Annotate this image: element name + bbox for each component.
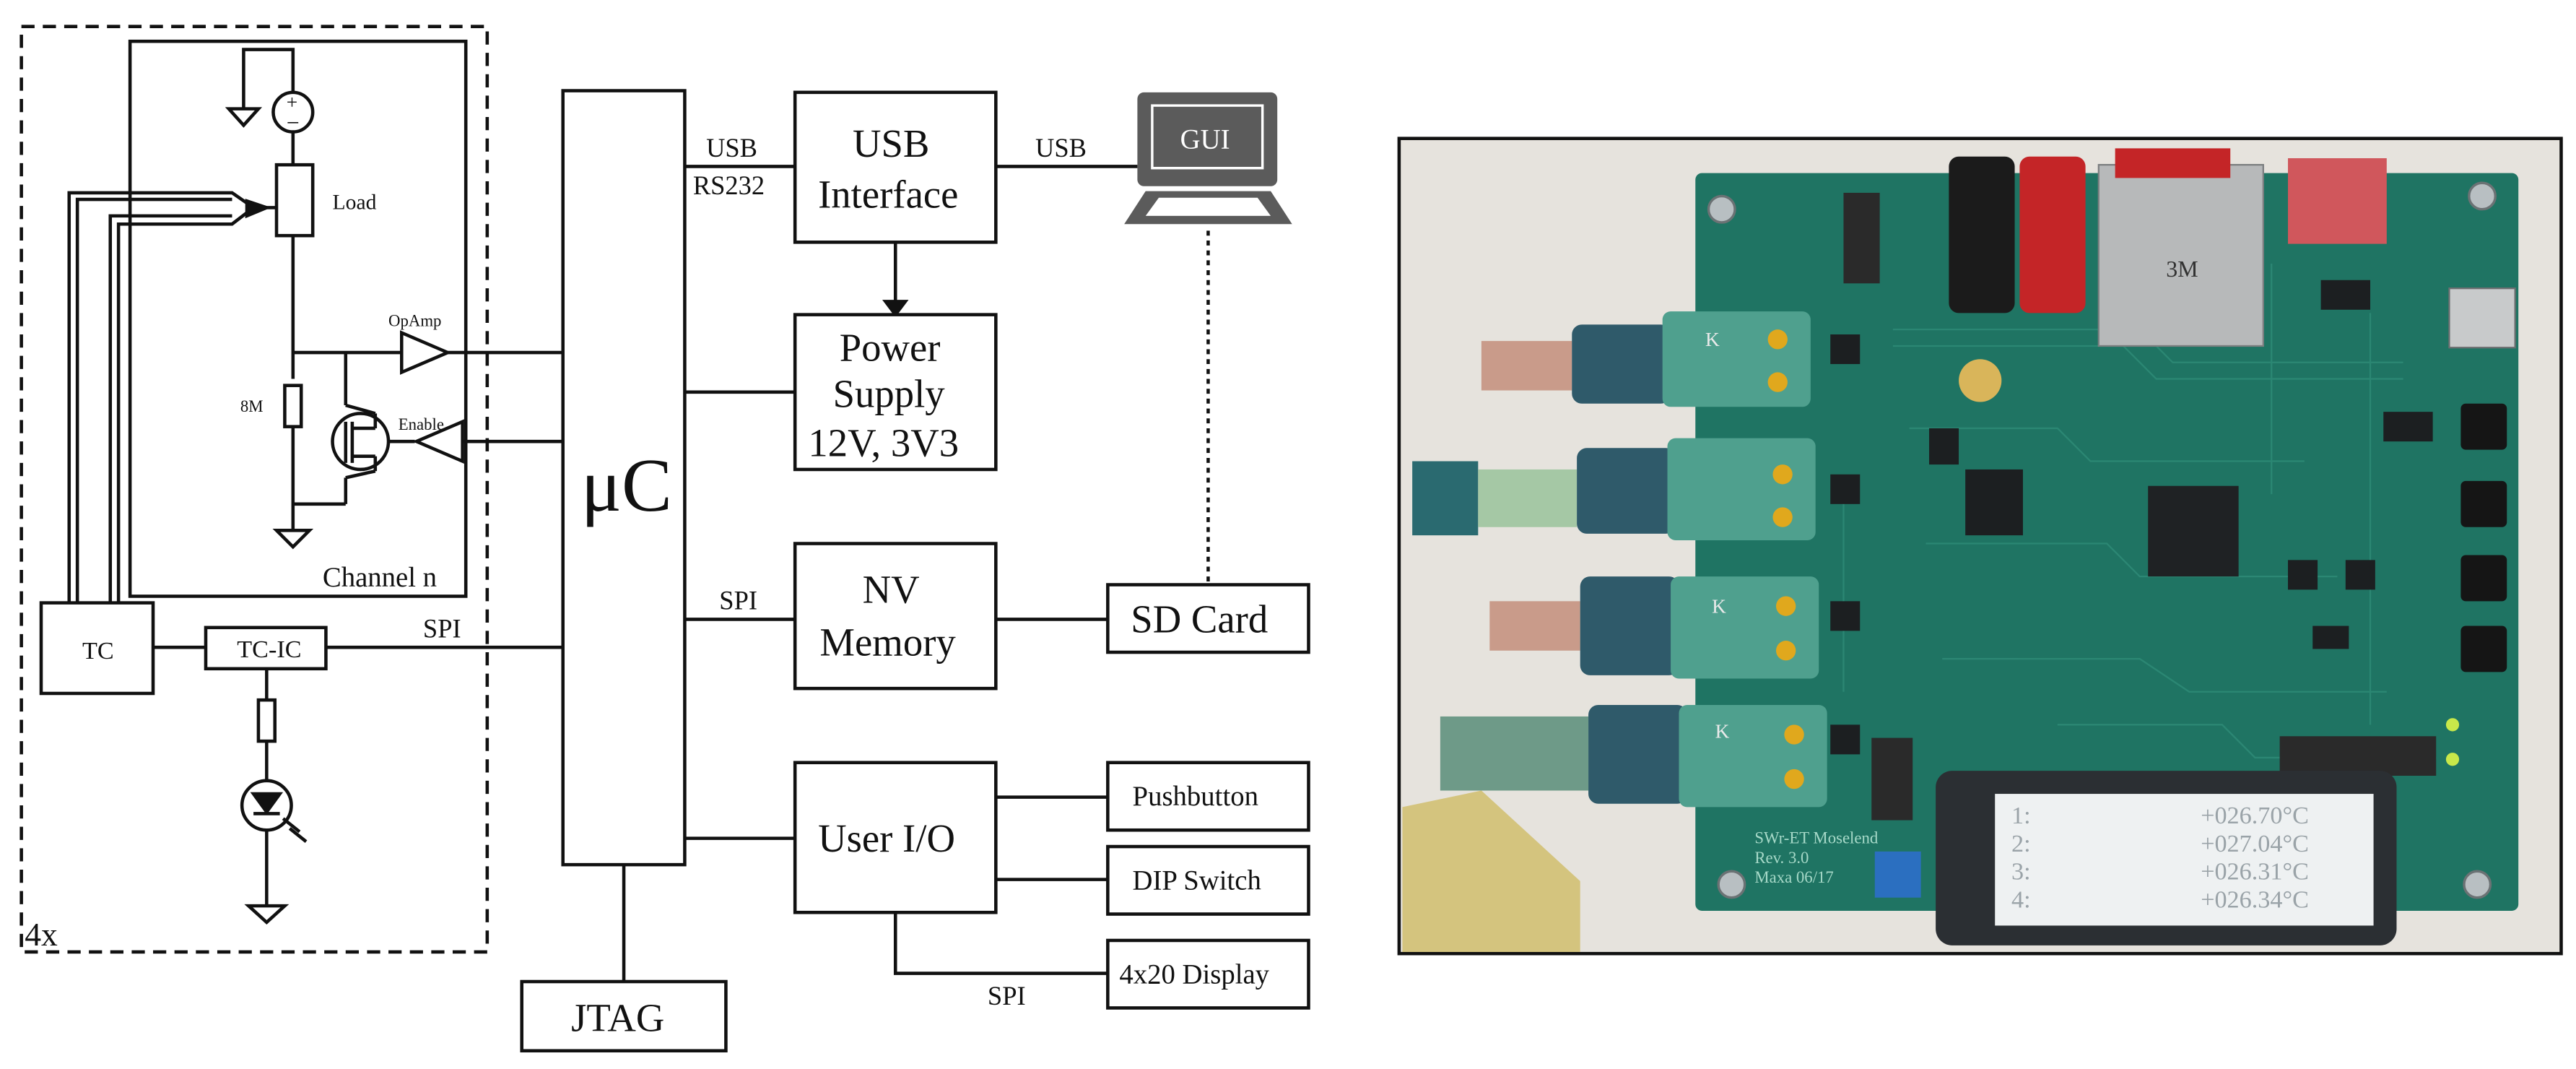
board-text-2: Rev. 3.0 — [1754, 849, 1809, 867]
svg-text:K: K — [1712, 595, 1726, 617]
potentiometer — [1874, 851, 1921, 898]
thermocouple-connector-4: K — [1440, 704, 1827, 808]
svg-text:K: K — [1715, 721, 1730, 743]
nv-spi-label: SPI — [719, 587, 757, 615]
jtag-label: JTAG — [571, 995, 664, 1039]
usb-gui-label: USB — [1035, 134, 1087, 163]
laptop-icon: GUI — [1124, 92, 1292, 225]
thermocouple-connector-1: K — [1481, 311, 1811, 407]
board-photo: 3M — [1397, 137, 2563, 956]
power-supply-block — [793, 313, 998, 472]
multiplier-label: 4x — [25, 916, 58, 953]
pushbutton-block — [1106, 761, 1310, 832]
dip-switch-label: DIP Switch — [1133, 865, 1261, 896]
opamp-symbol — [400, 330, 452, 375]
sd-card-brand: 3M — [2166, 256, 2198, 282]
microcontroller-block — [561, 89, 687, 867]
display-spi-label: SPI — [988, 982, 1026, 1010]
power-supply-label-3: 12V, 3V3 — [808, 421, 959, 465]
nv-memory-block — [793, 542, 998, 691]
lcd-line-4-value: +026.34°C — [2201, 886, 2309, 913]
channel-group-box — [19, 25, 489, 954]
block-diagram: 4x Channel n + − Load OpAm — [19, 25, 1310, 1053]
sd-card-block — [1106, 583, 1310, 654]
status-led — [240, 668, 308, 925]
display-label: 4x20 Display — [1119, 958, 1269, 990]
thermocouple-connector-3: K — [1489, 576, 1819, 679]
opamp-label: OpAmp — [388, 312, 441, 330]
enable-label: Enable — [399, 415, 444, 433]
mcu-usb-label: USB — [706, 134, 757, 163]
tc-spi-label: SPI — [423, 614, 461, 643]
display-block — [1106, 938, 1310, 1010]
channel-box — [128, 39, 468, 598]
user-io-label: User I/O — [818, 816, 955, 860]
usb-interface-block — [793, 90, 998, 244]
svg-text:−: − — [287, 110, 300, 135]
svg-text:K: K — [1705, 329, 1720, 350]
lcd-line-1-index: 1: — [2011, 802, 2031, 829]
board-text-1: SWr-ET Moselend — [1754, 828, 1879, 847]
red-jack — [2019, 156, 2086, 313]
tc-block — [39, 601, 155, 696]
svg-text:+: + — [287, 92, 297, 113]
tc-label: TC — [82, 638, 114, 665]
lcd-line-3-value: +026.31°C — [2201, 859, 2309, 886]
sd-card-slot — [2097, 164, 2264, 347]
lcd-line-2-index: 2: — [2011, 831, 2031, 857]
tc-ic-label: TC-IC — [237, 636, 301, 663]
lcd-line-1-value: +026.70°C — [2201, 802, 2309, 829]
nv-memory-label-2: Memory — [819, 620, 956, 665]
dip-switch-block — [1106, 844, 1310, 916]
lcd-line-3-index: 3: — [2011, 859, 2031, 886]
power-supply-label-1: Power — [840, 325, 941, 369]
sense-resistor — [283, 384, 303, 428]
bias-source: + − — [225, 48, 315, 165]
lcd-screen — [1995, 794, 2374, 926]
usb-interface-label-2: Interface — [818, 172, 958, 216]
pushbutton-label: Pushbutton — [1133, 781, 1258, 812]
board-text-3: Maxa 06/17 — [1754, 868, 1833, 886]
nv-memory-label-1: NV — [863, 568, 920, 612]
wooden-block — [1402, 790, 1580, 952]
microcontroller-label: μC — [581, 443, 672, 527]
channel-label: Channel n — [323, 562, 437, 593]
lcd-line-4-index: 4: — [2011, 886, 2031, 913]
mosfet-symbol — [331, 352, 415, 504]
usb-interface-label-1: USB — [853, 121, 929, 165]
thermocouple-junction — [67, 191, 277, 603]
usb-connector — [2448, 287, 2516, 349]
mcu-rs232-label: RS232 — [693, 171, 765, 200]
lcd-line-2-value: +027.04°C — [2201, 831, 2309, 857]
pcb-board — [1695, 173, 2519, 911]
gui-label: GUI — [1180, 124, 1230, 155]
load-label: Load — [333, 191, 377, 215]
jtag-block — [520, 979, 728, 1053]
load-resistor — [274, 163, 315, 238]
user-io-block — [793, 761, 998, 914]
main-chip — [2148, 485, 2239, 577]
black-jack — [1949, 156, 2015, 313]
dip-switch-part — [2288, 158, 2387, 244]
power-supply-label-2: Supply — [833, 371, 946, 415]
sd-card-label: SD Card — [1131, 597, 1268, 641]
resistor-label: 8M — [240, 397, 264, 415]
thermocouple-connector-2 — [1412, 438, 1816, 540]
